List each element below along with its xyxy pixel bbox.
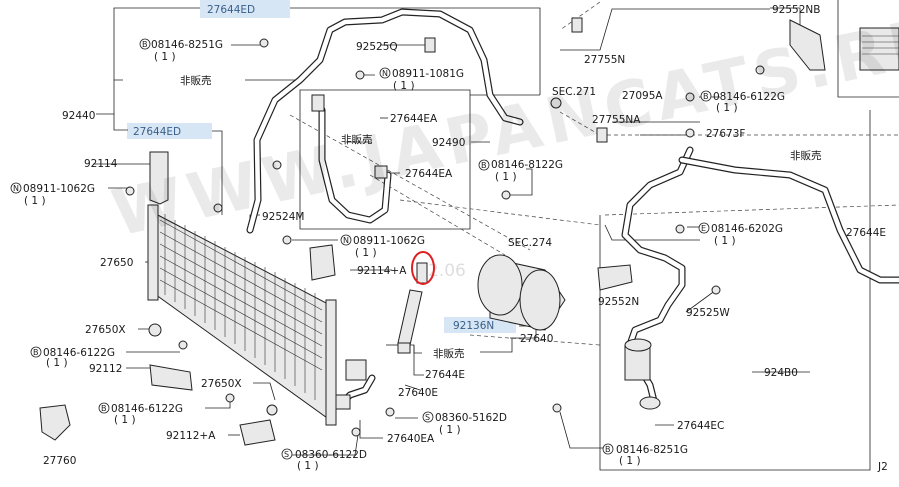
not-for-sale-label: 非販売 [341,133,373,146]
part-label: 27755NA [592,114,641,126]
qty-label: ( 1 ) [46,357,68,369]
part-label: 92112+A [166,430,216,442]
qty-label: ( 1 ) [439,424,461,436]
part-label: 92524M [262,211,304,223]
receiver-drier [477,254,566,331]
part-label: 27755N [584,54,625,66]
dashed-guides [289,1,899,346]
svg-text:E: E [701,224,706,233]
brackets [39,17,826,446]
part-label: 08360-6122D [295,449,367,461]
not-for-sale-label: 非販売 [790,149,822,162]
condenser [147,204,337,426]
label-highlight [200,0,290,18]
qty-label: ( 1 ) [154,51,176,63]
part-label: 92490 [432,137,465,149]
part-label: 27650 [100,257,133,269]
part-label: 27640 [520,333,553,345]
part-label: 08146-6122G [713,91,785,103]
page-code: J2 [877,461,888,473]
svg-text:S: S [425,413,430,422]
svg-text:B: B [481,161,487,170]
highlight-callout [411,251,435,285]
part-label: 08146-8122G [491,159,563,171]
part-label: 08911-1062G [23,183,95,195]
svg-text:N: N [13,184,19,193]
watermark-text: WWW.JAPANCATS.RU [106,2,899,251]
part-label: 08146-6202G [711,223,783,235]
part-label: 924B0 [764,367,798,379]
part-label: 27673F [706,128,745,140]
qty-label: ( 1 ) [714,235,736,247]
svg-text:B: B [101,404,107,413]
part-label: 08911-1081G [392,68,464,80]
part-label: 27644EA [390,113,438,125]
qty-label: ( 1 ) [619,455,641,467]
part-label: 08146-6122G [43,347,115,359]
part-label: 92440 [62,110,95,122]
desiccant-tube [397,262,428,354]
part-label: 08146-6122G [111,403,183,415]
qty-label: ( 1 ) [393,80,415,92]
muffler [624,338,661,410]
qty-label: ( 1 ) [355,247,377,259]
part-label: 08146-8251G [616,444,688,456]
qty-label: ( 1 ) [297,460,319,472]
part-label: 27640E [398,387,438,399]
part-label: 27644EC [677,420,724,432]
qty-label: ( 1 ) [716,102,738,114]
bolts [125,38,765,437]
vehicle-inset [859,27,899,71]
part-label: 27644E [425,369,465,381]
svg-text:B: B [142,40,148,49]
svg-text:B: B [703,92,709,101]
part-label: 27644E [846,227,886,239]
part-label: 92112 [89,363,122,375]
part-label: 92114 [84,158,118,170]
qty-label: ( 1 ) [114,414,136,426]
section-label: SEC.274 [508,237,552,249]
part-label: 08360-5162D [435,412,507,424]
section-label: SEC.271 [552,86,596,98]
not-for-sale-label: 非販売 [433,347,465,360]
svg-text:B: B [605,445,611,454]
qty-label: ( 1 ) [24,195,46,207]
part-label: 92525Q [356,41,398,53]
part-label: 92552NB [772,4,820,16]
part-label: 92552N [598,296,639,308]
part-labels: 27644ED 08146-8251G ( 1 ) 92525Q 27755N … [23,4,888,473]
part-label: 27644ED [207,4,255,16]
part-label: 08911-1062G [353,235,425,247]
code-circles: B N B B N E N B B S S B [10,38,712,460]
part-label: 92114+A [357,265,407,277]
watermark-date: 2.06 [428,261,466,281]
part-label: 92136N [453,320,494,332]
part-label: 27650X [201,378,242,390]
part-label: 92525W [686,307,730,319]
part-label: 27095A [622,90,663,102]
qty-label: ( 1 ) [495,171,517,183]
svg-text:B: B [33,348,39,357]
not-for-sale-label: 非販売 [180,74,212,87]
svg-text:N: N [343,236,349,245]
label-highlight [127,123,212,139]
part-label: 27644EA [405,168,453,180]
part-label: 27760 [43,455,76,467]
part-label: 27644ED [133,126,181,138]
part-label: 27650X [85,324,126,336]
label-highlight [444,317,516,333]
svg-text:S: S [284,450,289,459]
part-label: 27640EA [387,433,435,445]
part-label: 08146-8251G [151,39,223,51]
svg-text:N: N [382,69,388,78]
